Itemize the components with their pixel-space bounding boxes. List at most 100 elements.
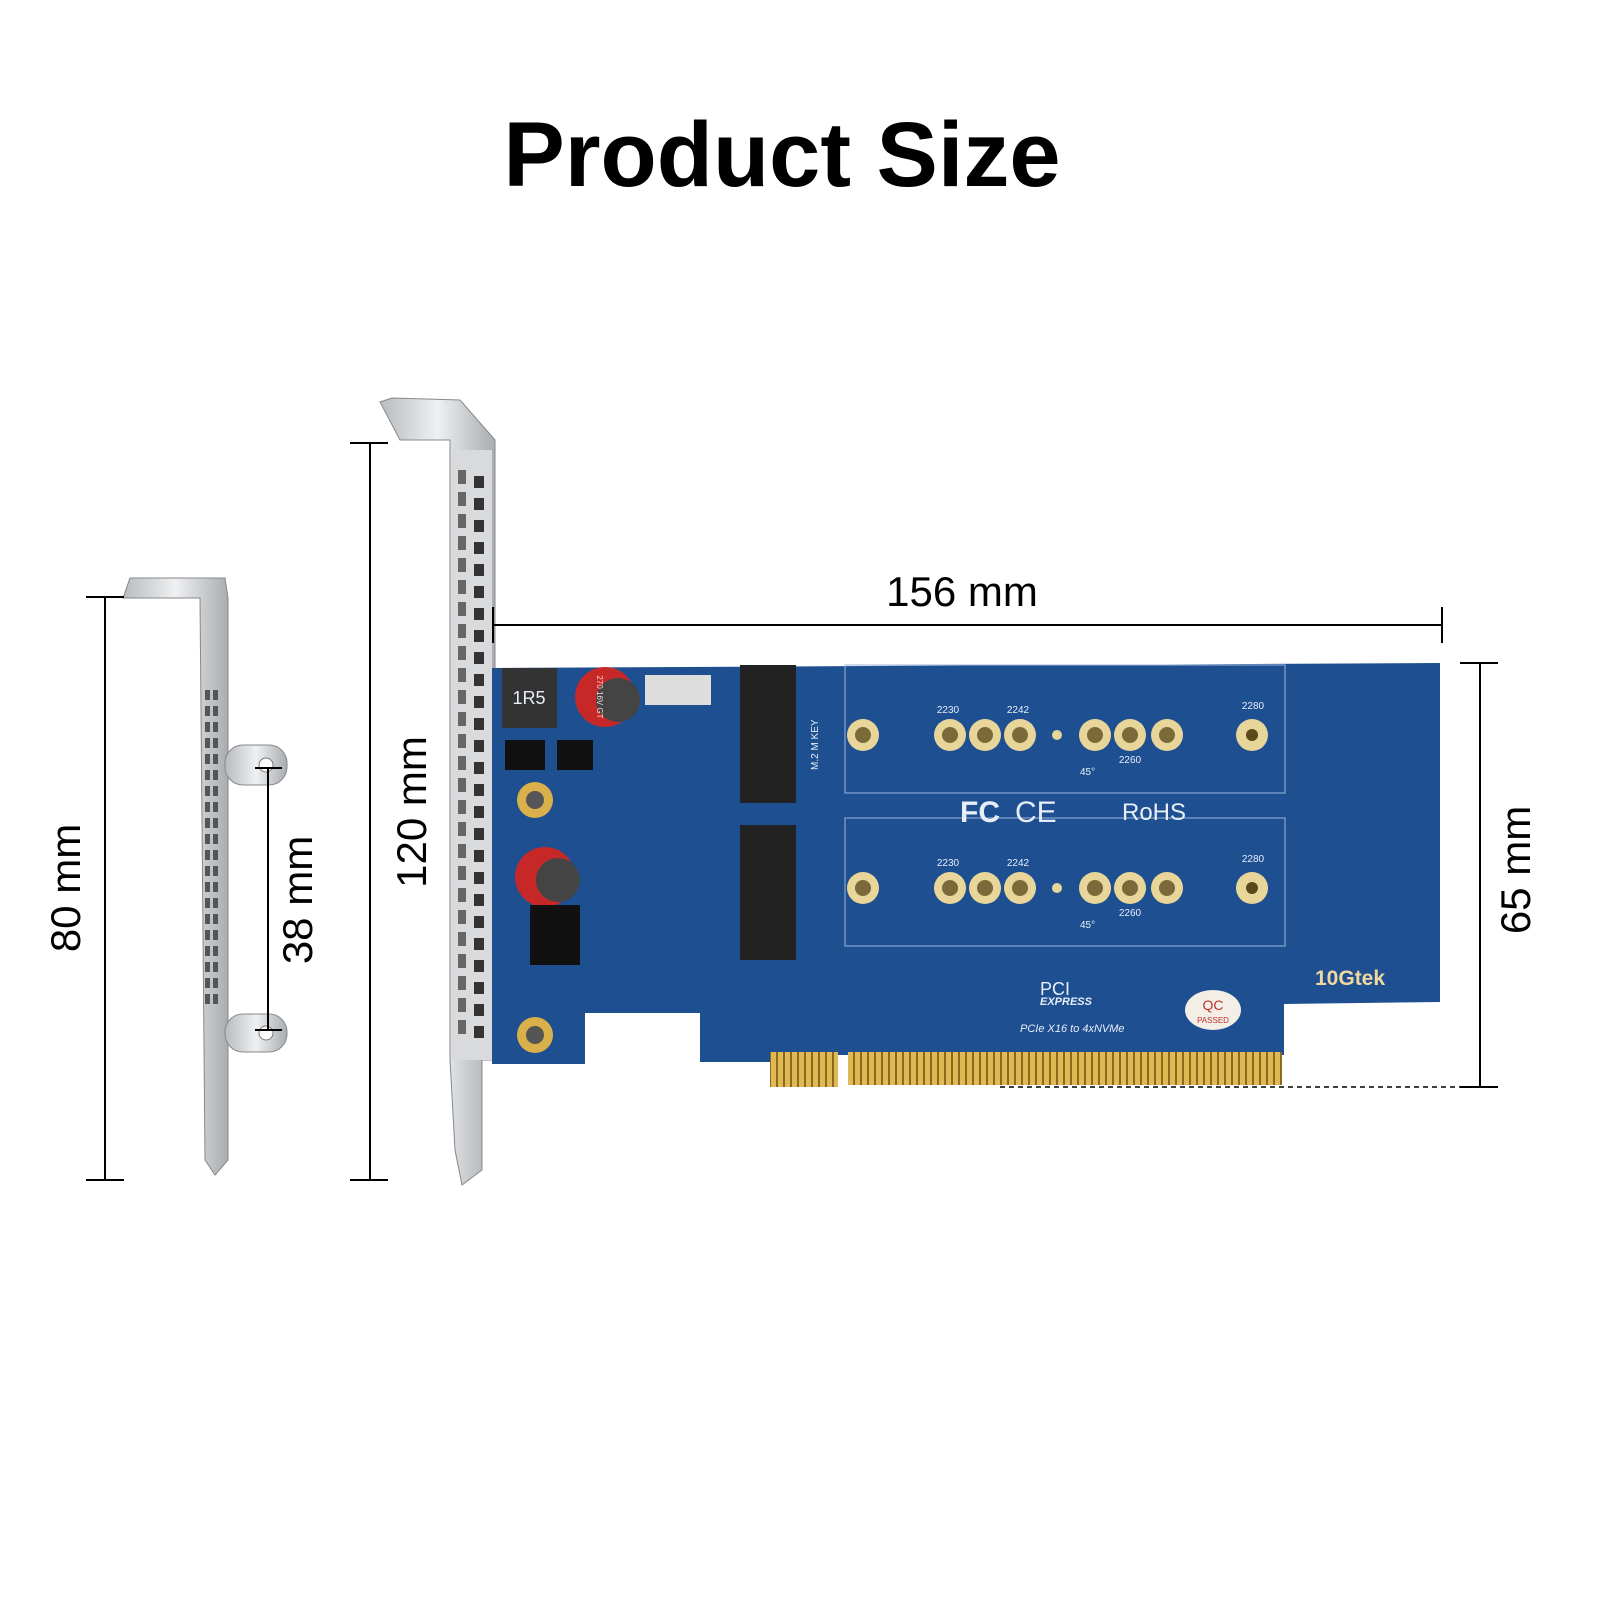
vent-slot xyxy=(458,954,466,968)
vent-slot xyxy=(458,470,466,484)
vent-slot xyxy=(474,938,484,950)
vent-slot xyxy=(458,844,466,858)
vent-slot xyxy=(213,866,218,876)
vent-slot xyxy=(205,706,210,716)
vent-slot xyxy=(458,690,466,704)
dimension-120mm xyxy=(350,442,388,1181)
gold-fingers xyxy=(770,1052,838,1087)
vent-slot xyxy=(474,916,484,928)
key-label: M.2 M KEY xyxy=(810,719,821,770)
vent-slot xyxy=(474,982,484,994)
vent-slot xyxy=(213,770,218,780)
vent-slot xyxy=(474,564,484,576)
vent-slot xyxy=(458,514,466,528)
size-label-2242: 2242 xyxy=(1007,858,1030,869)
vent-slot xyxy=(474,696,484,708)
dimension-label-38mm: 38 mm xyxy=(274,836,321,964)
vent-slot xyxy=(205,770,210,780)
vent-slot xyxy=(205,962,210,972)
vent-slot xyxy=(205,722,210,732)
vent-slot xyxy=(458,800,466,814)
vent-slot xyxy=(458,602,466,616)
dimension-156mm xyxy=(492,607,1443,643)
vent-slot xyxy=(213,738,218,748)
vent-slot xyxy=(205,994,210,1004)
vent-slot xyxy=(205,946,210,956)
vent-slot xyxy=(458,558,466,572)
vent-slot xyxy=(458,646,466,660)
vent-slot xyxy=(474,806,484,818)
capacitor-label: 270 16V GT xyxy=(595,675,604,718)
vent-slot xyxy=(474,718,484,730)
vent-slot xyxy=(474,828,484,840)
vent-slot xyxy=(458,734,466,748)
vent-slot xyxy=(474,542,484,554)
vent-slot xyxy=(458,492,466,506)
size-label-2230: 2230 xyxy=(937,858,960,869)
vent-slot xyxy=(213,962,218,972)
vent-slot xyxy=(474,608,484,620)
nvme-adapter-card: 1R5 270 16V GT M.2 M KEY 2230 2242 2260 228… xyxy=(492,663,1440,1087)
full-height-bracket xyxy=(379,397,496,1186)
size-label-2242: 2242 xyxy=(1007,705,1030,716)
vent-slot xyxy=(213,882,218,892)
vent-slot xyxy=(458,866,466,880)
vent-slot xyxy=(458,888,466,902)
vent-slot xyxy=(458,580,466,594)
vent-slot xyxy=(458,822,466,836)
rohs-logo: RoHS xyxy=(1122,799,1186,826)
vent-slot xyxy=(205,786,210,796)
vent-slot xyxy=(474,850,484,862)
m2-bay-outline-top xyxy=(844,664,1286,794)
vent-slot xyxy=(213,978,218,988)
vent-slot xyxy=(205,818,210,828)
size-label-2280: 2280 xyxy=(1242,701,1265,712)
dimension-65mm xyxy=(1000,662,1498,1088)
vent-slot xyxy=(474,894,484,906)
vent-slot xyxy=(474,476,484,488)
vent-slot xyxy=(474,498,484,510)
standoff-hole xyxy=(1052,730,1062,740)
vent-slot xyxy=(213,930,218,940)
vent-slot xyxy=(474,674,484,686)
standoff-hole xyxy=(1052,883,1062,893)
vent-slot xyxy=(474,762,484,774)
vent-slot xyxy=(474,960,484,972)
vent-slot xyxy=(213,786,218,796)
dimension-label-120mm: 120 mm xyxy=(388,736,435,888)
vent-slot xyxy=(458,998,466,1012)
low-profile-bracket xyxy=(122,577,288,1176)
fcc-logo: FC xyxy=(960,796,1000,829)
size-label-2280: 2280 xyxy=(1242,854,1265,865)
model-label: PCIe X16 to 4xNVMe xyxy=(1020,1023,1125,1035)
vent-slot xyxy=(458,624,466,638)
vent-slot xyxy=(458,976,466,990)
vent-slot xyxy=(213,898,218,908)
vent-slot xyxy=(458,932,466,946)
vent-slot xyxy=(205,882,210,892)
qc-sticker: QC xyxy=(1203,997,1224,1013)
vent-slot xyxy=(213,914,218,924)
vent-slot xyxy=(205,850,210,860)
vent-slot xyxy=(205,978,210,988)
vent-slot xyxy=(458,712,466,726)
dimension-label-65mm: 65 mm xyxy=(1492,806,1539,934)
vent-slot xyxy=(458,756,466,770)
gold-fingers xyxy=(848,1052,1282,1085)
vent-slot xyxy=(474,652,484,664)
vent-slot xyxy=(458,536,466,550)
dimension-label-80mm: 80 mm xyxy=(42,824,89,952)
vent-slot xyxy=(213,754,218,764)
vent-slot xyxy=(213,994,218,1004)
pci-express-logo: EXPRESS xyxy=(1040,996,1093,1008)
size-label-2260: 2260 xyxy=(1119,908,1142,919)
inductor-label: 1R5 xyxy=(512,688,545,708)
vent-slot xyxy=(474,520,484,532)
vent-slot xyxy=(205,738,210,748)
vent-slot xyxy=(474,1004,484,1016)
vent-slot xyxy=(474,740,484,752)
angle-label: 45° xyxy=(1080,767,1095,778)
vent-slot xyxy=(205,754,210,764)
